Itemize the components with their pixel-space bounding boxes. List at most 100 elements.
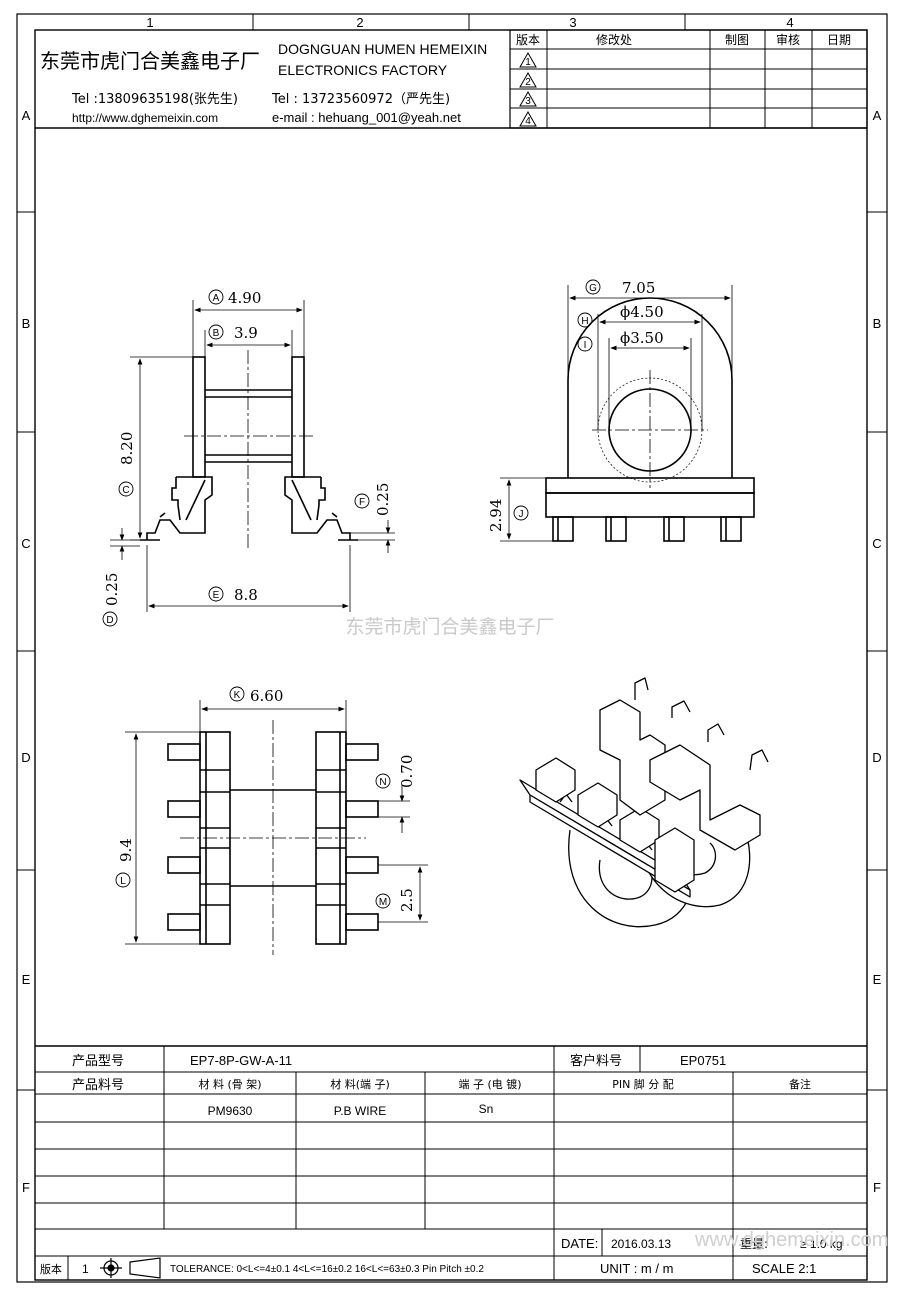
side-view-labels: G 7.05 H ϕ4.50 I ϕ3.50 2.94 J [487,279,664,532]
label-version: 版本 [40,1262,62,1276]
callout-n-letter: N [379,777,386,788]
side-view-dimensions [500,285,733,542]
value-tolerance: TOLERANCE: 0<L<=4±0.1 4<L<=16±0.2 16<L<=… [170,1264,484,1275]
label-plating: 端 子 (电 镀) [458,1077,521,1091]
contact-tel-2: Tel : 13723560972（严先生) [271,92,450,107]
rev-triangle-2 [519,71,537,88]
revision-marks: 1 2 3 4 [519,51,537,127]
dim-d-value: 0.25 [103,573,121,606]
grid-col-2: 2 [356,15,363,30]
projection-symbol-icon [100,1257,161,1279]
callout-k-circle [229,686,245,702]
callout-f-circle [354,493,370,509]
callout-h-letter: H [581,316,588,327]
rev-mark-2: 2 [525,77,531,88]
callout-c-letter: C [122,485,129,496]
revision-headers: 版本 修改处 制图 审核 日期 [516,32,851,47]
label-pin-assign: PIN 脚 分 配 [612,1077,674,1091]
callout-b-circle [208,324,224,340]
callout-m-letter: M [379,897,387,908]
grid-row-d-right: D [872,750,881,765]
callout-g-letter: G [589,283,597,294]
rev-mark-1: 1 [525,57,531,68]
company-name-cn: 东莞市虎门合美鑫电子厂 [40,49,260,73]
label-product-pn: 产品料号 [72,1078,124,1093]
callout-i-letter: I [584,340,587,351]
grid-labels: 1 2 3 4 A B C D E F A B C D E F [21,15,881,1195]
title-block-grid [35,1045,867,1280]
callout-j-circle [513,505,529,521]
callout-c-circle [118,481,134,497]
grid-row-e-right: E [873,972,882,987]
value-customer-pn: EP0751 [680,1053,726,1068]
contact-tel-1: Tel :13809635198(张先生) [71,92,238,107]
grid-row-c-left: C [21,536,30,551]
grid-col-3: 3 [569,15,576,30]
dim-l-value: 9.4 [117,838,135,862]
grid-row-a-right: A [873,108,882,123]
callout-l-letter: L [120,876,126,887]
value-material-frame: PM9630 [208,1104,253,1118]
callout-j-letter: J [519,509,524,520]
grid-col-1: 1 [146,15,153,30]
grid-row-f-left: F [22,1180,30,1195]
grid-row-e-left: E [22,972,31,987]
company-website[interactable]: http://www.dghemeixin.com [72,111,218,125]
callout-k-letter: K [234,690,241,701]
dim-h-value: ϕ4.50 [620,303,664,321]
value-date: 2016.03.13 [611,1237,671,1251]
grid-row-b-left: B [22,316,31,331]
watermark-text: 东莞市虎门合美鑫电子厂 [345,616,554,638]
dim-a-value: 4.90 [228,289,261,307]
callout-e-letter: E [213,590,220,601]
callout-i-circle [577,336,593,352]
value-material-pin: P.B WIRE [334,1104,386,1118]
label-material-pin: 材 料(端 子) [330,1077,390,1091]
value-unit: UNIT : m / m [600,1261,673,1276]
callout-n-circle [375,773,391,789]
rev-header-date: 日期 [827,33,851,47]
dim-g-value: 7.05 [622,279,655,297]
dim-c-value: 8.20 [118,432,136,465]
grid-row-f-right: F [873,1180,881,1195]
bottom-view-centerlines [180,720,366,955]
rev-mark-3: 3 [525,96,531,107]
value-version: 1 [82,1262,89,1276]
label-material-frame: 材 料 (骨 架) [198,1077,261,1091]
callout-m-circle [375,893,391,909]
dim-b-value: 3.9 [234,324,258,342]
callout-g-circle [585,279,601,295]
rev-mark-4: 4 [525,116,531,127]
title-block-labels: 产品型号 EP7-8P-GW-A-11 客户料号 EP0751 产品料号 材 料… [40,1053,888,1276]
dim-n-value: 0.70 [398,755,416,788]
callout-h-circle [577,312,593,328]
front-view-dimensions [110,300,395,612]
company-name-en-1: DOGNGUAN HUMEN HEMEIXIN [278,41,487,57]
dim-f-value: 0.25 [374,483,392,516]
label-date: DATE: [561,1236,598,1251]
front-view-labels: A 4.90 B 3.9 8.20 C 0.25 D E 8.8 F 0.25 [102,289,392,627]
front-view-centerlines [184,350,316,548]
rev-header-version: 版本 [516,33,540,47]
side-view-centerlines [592,370,708,488]
dim-j-value: 2.94 [487,499,505,532]
grid-row-c-right: C [872,536,881,551]
dim-k-value: 6.60 [250,687,283,705]
callout-f-letter: F [359,497,365,508]
contact-email[interactable]: e-mail : hehuang_001@yeah.net [272,110,461,125]
rev-header-checked: 审核 [776,32,800,47]
callout-a-circle [208,289,224,305]
callout-l-circle [115,872,131,888]
company-name-en-2: ELECTRONICS FACTORY [278,62,448,78]
value-scale: SCALE 2:1 [752,1261,816,1276]
grid-row-d-left: D [21,750,30,765]
dim-e-value: 8.8 [234,586,258,604]
callout-d-letter: D [106,615,113,626]
rev-triangle-4 [519,110,537,127]
grid-col-4: 4 [786,15,793,30]
callout-e-circle [208,586,224,602]
callout-b-letter: B [213,328,220,339]
rev-triangle-3 [519,90,537,107]
isometric-view [519,677,769,928]
